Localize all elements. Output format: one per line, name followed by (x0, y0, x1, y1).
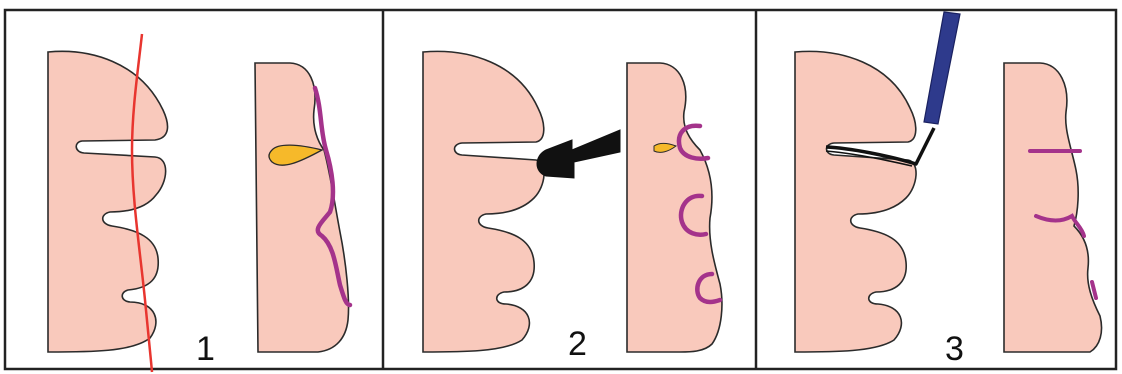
tissue-section-icon (627, 63, 722, 352)
blue-instrument-icon (924, 12, 960, 124)
tissue-section-icon (48, 51, 168, 352)
black-tool-icon (537, 130, 620, 178)
tissue-section-icon (255, 63, 349, 352)
tissue-section-icon (795, 51, 916, 352)
panel-number: 2 (568, 325, 587, 363)
tissue-section-icon (1004, 63, 1102, 352)
panel-2: 2 (423, 51, 722, 363)
panel-number: 3 (945, 330, 964, 368)
panel-number: 1 (196, 330, 215, 368)
panel-1: 1 (48, 34, 350, 372)
tissue-section-icon (423, 51, 544, 352)
panel-3: 3 (795, 12, 1102, 368)
purple-contour-icon (1092, 282, 1096, 298)
